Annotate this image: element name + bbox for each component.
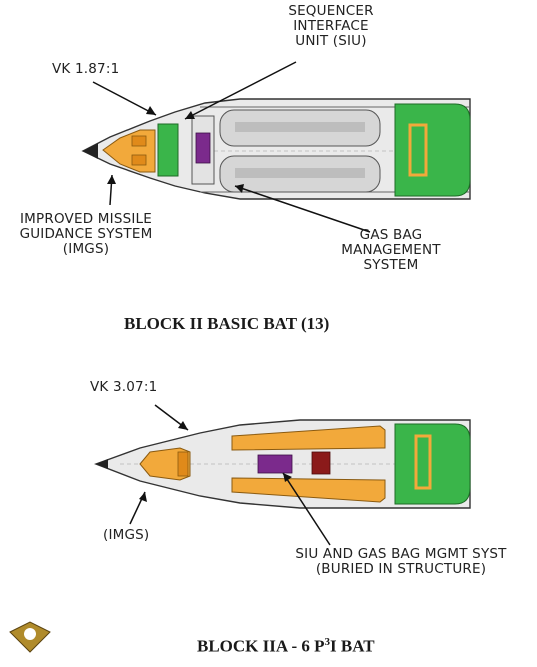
label-vk-1: VK 1.87:1 [52,61,120,77]
siu-gasbag-block-2 [257,454,293,474]
arrowhead-imgs2 [139,492,147,502]
label-gasbag-1: GAS BAG MANAGEMENT SYSTEM [341,227,441,274]
label-vk-2: VK 3.07:1 [90,379,158,395]
internal-cylinders-1 [219,109,381,193]
label-siu-1: SEQUENCER INTERFACE UNIT (SIU) [288,3,374,50]
tail-section-2 [394,423,471,505]
arrowhead-imgs1 [107,175,116,184]
seeker-imgs-1 [102,129,156,173]
label-imgs-1: IMPROVED MISSILE GUIDANCE SYSTEM (IMGS) [19,211,153,258]
arrowhead-gasbag1 [235,184,244,193]
arrowhead-vk1 [146,106,156,115]
label-siu-2: SIU AND GAS BAG MGMT SYST (BURIED IN STR… [295,546,507,578]
forum-logo [9,621,51,653]
arrowhead-siu1 [185,111,195,119]
wing-panels-2 [231,425,386,503]
tail-section-1 [394,103,471,197]
arrowhead-siu2 [283,473,292,482]
seeker-imgs-2 [139,447,191,481]
gas-bag-management-1 [191,115,215,185]
arrowhead-vk2 [178,421,188,430]
siu-block-1 [157,123,179,177]
caption-block-ii: BLOCK II BASIC BAT (13) [124,314,330,333]
label-imgs-2: (IMGS) [103,527,150,543]
caption-block-iia: BLOCK IIA - 6 P3I BAT [197,636,375,656]
maroon-block-2 [311,451,331,475]
